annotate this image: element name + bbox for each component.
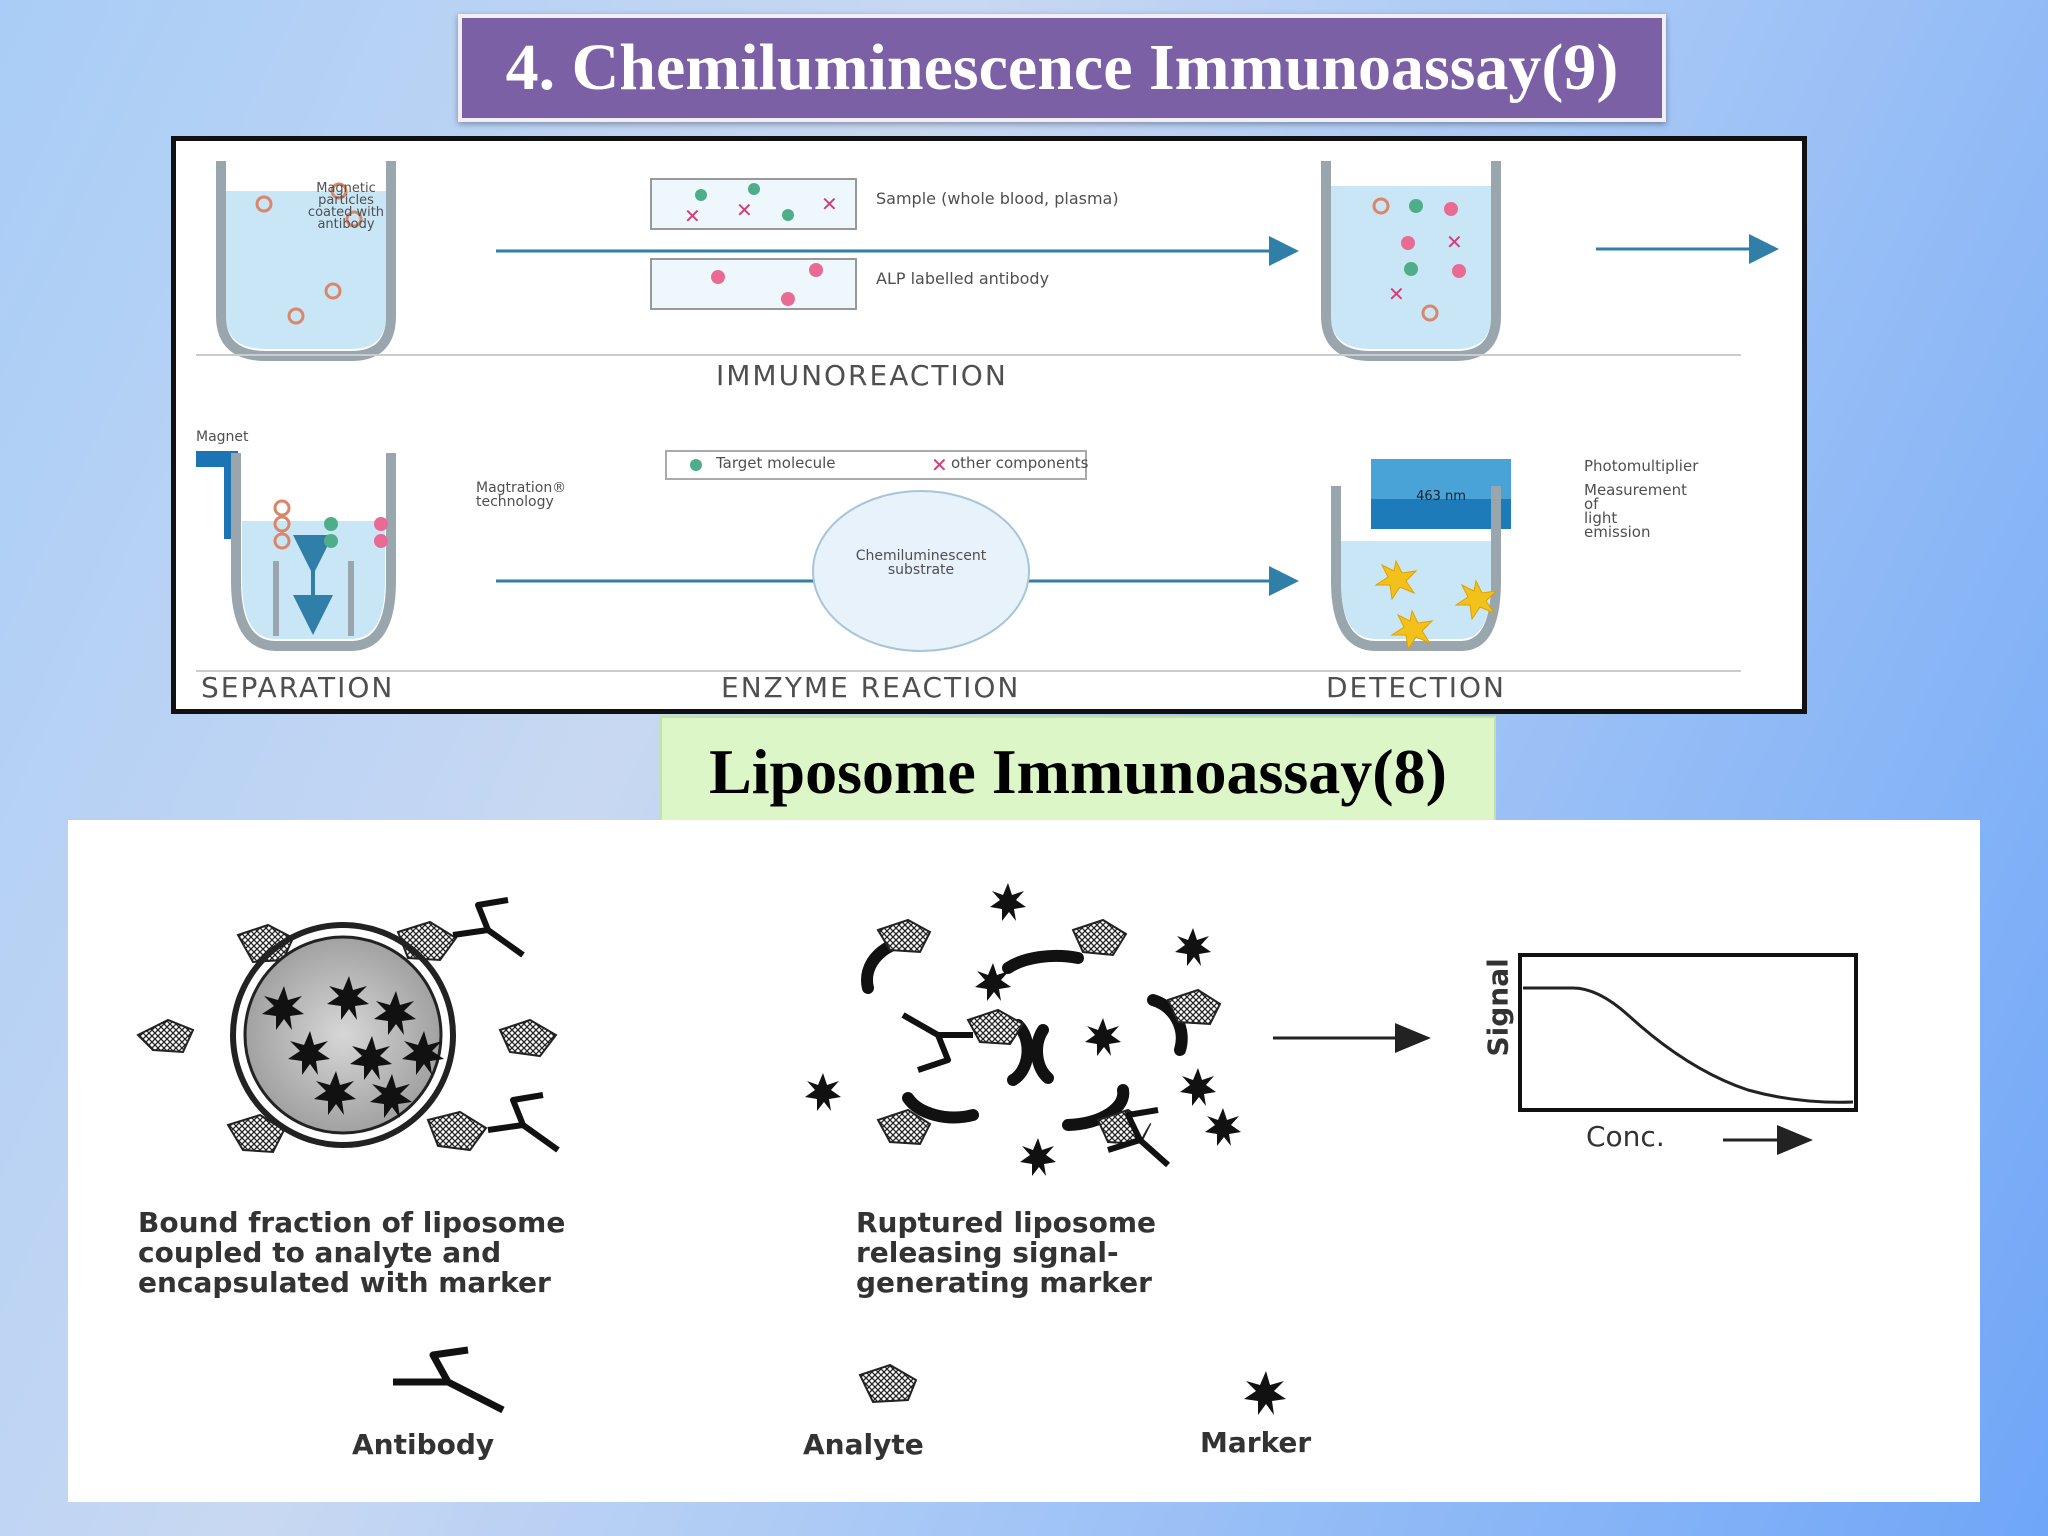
label-measurement: Measurement of light emission: [1584, 481, 1687, 541]
ruptured-caption-line-1: Ruptured liposome: [856, 1206, 1156, 1239]
section-immunoreaction: IMMUNOREACTION: [716, 359, 1008, 392]
svg-text:✕: ✕: [684, 204, 701, 228]
label-substrate: Chemiluminescent substrate: [855, 548, 987, 578]
label-magnet: Magnet: [196, 429, 249, 445]
ruptured-caption-line-3: generating marker: [856, 1266, 1152, 1299]
bound-caption-line-2: coupled to analyte and: [138, 1236, 502, 1269]
signal-graph: [1518, 953, 1858, 1155]
legend-antibody-label: Antibody: [352, 1428, 495, 1461]
svg-text:✕: ✕: [736, 198, 753, 222]
label-tube1: Magnetic particles coated with antibody: [307, 181, 385, 232]
label-sample: Sample (whole blood, plasma): [876, 189, 1119, 208]
ruptured-caption: Ruptured liposome releasing signal- gene…: [856, 1208, 1156, 1298]
section-separation: SEPARATION: [201, 671, 395, 704]
bound-caption: Bound fraction of liposome coupled to an…: [138, 1208, 565, 1298]
legend-other-mark: ✕: [931, 453, 948, 477]
section-enzyme-reaction: ENZYME REACTION: [721, 671, 1021, 704]
label-wavelength: 463 nm: [1416, 489, 1466, 504]
clia-diagram-svg: ✕ ✕ ✕ ✕ ✕: [196, 161, 1779, 672]
graph-conc-label: Conc.: [1586, 1120, 1665, 1153]
tube-separation: [196, 451, 396, 651]
signal-curve: [1523, 986, 1854, 1104]
slide-title-chemiluminescence: 4. Chemiluminescence Immunoassay(9): [458, 14, 1666, 122]
legend-analyte-icon: [858, 1363, 918, 1404]
bound-liposome: [136, 897, 560, 1154]
tube-detection: [1331, 459, 1511, 651]
legend-target-dot: [690, 459, 702, 471]
bound-caption-line-1: Bound fraction of liposome: [138, 1206, 566, 1239]
alp-box: [650, 258, 857, 310]
ruptured-liposome: [805, 883, 1241, 1176]
bound-caption-line-3: encapsulated with marker: [138, 1266, 551, 1299]
legend-marker-icon: [1244, 1371, 1286, 1415]
ruptured-caption-line-2: releasing signal-: [856, 1236, 1119, 1269]
legend-target-label: Target molecule: [716, 454, 836, 472]
legend-analyte-label: Analyte: [803, 1428, 924, 1461]
legend-box: [665, 450, 1087, 480]
legend-other-label: other components: [951, 454, 1089, 472]
svg-text:✕: ✕: [821, 192, 838, 216]
slide-title-liposome: Liposome Immunoassay(8): [660, 716, 1496, 828]
label-magtration: Magtration® technology: [476, 480, 567, 510]
chemiluminescent-substrate: [812, 490, 1030, 652]
sample-box: ✕ ✕ ✕: [650, 178, 857, 230]
svg-text:✕: ✕: [1388, 282, 1405, 306]
legend-antibody-icon: [393, 1346, 505, 1414]
tube-after-reaction: ✕ ✕: [1321, 161, 1501, 361]
lia-diagram-svg: [136, 883, 1858, 1415]
graph-signal-label: Signal: [1481, 958, 1515, 1057]
section-detection: DETECTION: [1326, 671, 1506, 704]
liposome-diagram: Signal Conc. Bound fraction of liposome …: [68, 820, 1980, 1502]
chemiluminescence-diagram: ✕ ✕ ✕ ✕ ✕: [171, 136, 1807, 714]
svg-text:✕: ✕: [1446, 230, 1463, 254]
legend-marker-label: Marker: [1200, 1426, 1312, 1459]
label-alp: ALP labelled antibody: [876, 269, 1050, 288]
label-photomultiplier: Photomultiplier: [1584, 457, 1699, 475]
